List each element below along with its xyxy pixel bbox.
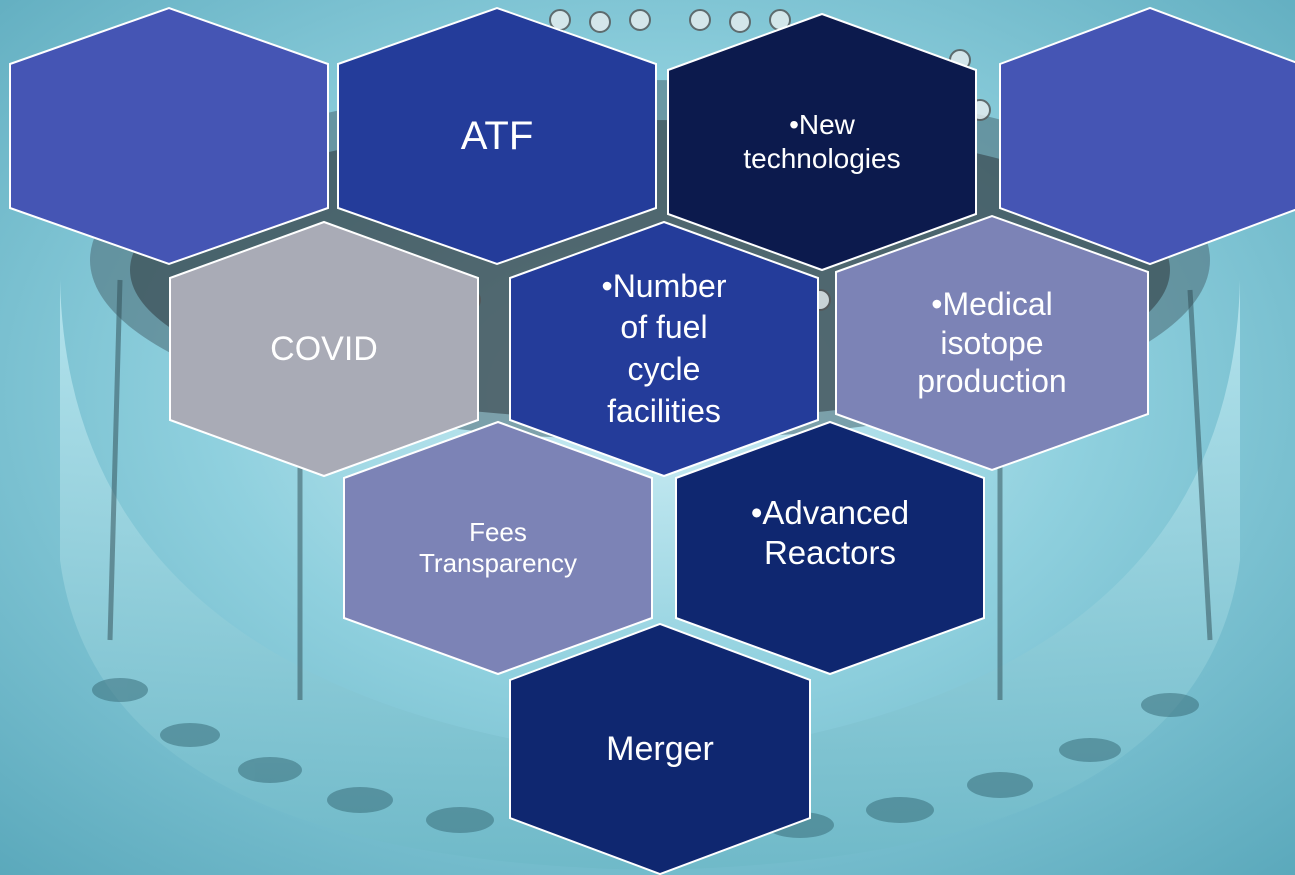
- hexagon-shape: [667, 12, 977, 272]
- hexagon-shape: [835, 214, 1149, 472]
- hexagon-shape: [509, 220, 819, 478]
- hexagon-shape: [999, 6, 1295, 266]
- hex-label-advanced-reactors: •Advanced Reactors: [750, 494, 910, 571]
- hexagon-shape: [169, 220, 479, 478]
- hex-fuel-cycle: •Number of fuel cycle facilities: [509, 220, 819, 478]
- hex-label-fuel-cycle: •Number of fuel cycle facilities: [601, 267, 727, 429]
- hexagon-shape: [343, 420, 653, 676]
- hex-fees-transparency: Fees Transparency: [343, 420, 653, 676]
- hex-covid: COVID: [169, 220, 479, 478]
- hex-label-fees-transparency: Fees Transparency: [419, 516, 577, 578]
- hexagon-shape: [675, 420, 985, 676]
- hex-label-covid: COVID: [270, 329, 378, 368]
- hex-label-merger: Merger: [606, 729, 714, 768]
- hex-advanced-reactors: •Advanced Reactors: [675, 420, 985, 676]
- hex-medical-isotope: •Medical isotope production: [835, 214, 1149, 472]
- hex-merger: Merger: [509, 622, 811, 875]
- hex-label-new-technologies: •New technologies: [743, 109, 901, 174]
- hexagon-shape: [509, 622, 811, 875]
- hex-atf: ATF: [337, 6, 657, 266]
- hex-label-medical-isotope: •Medical isotope production: [917, 286, 1067, 400]
- hex-label-atf: ATF: [460, 114, 534, 158]
- hexagon-shape: [337, 6, 657, 266]
- hexagon-shape: [9, 6, 329, 266]
- hex-top-right: [999, 6, 1295, 266]
- hex-new-technologies: •New technologies: [667, 12, 977, 272]
- hex-top-left: [9, 6, 329, 266]
